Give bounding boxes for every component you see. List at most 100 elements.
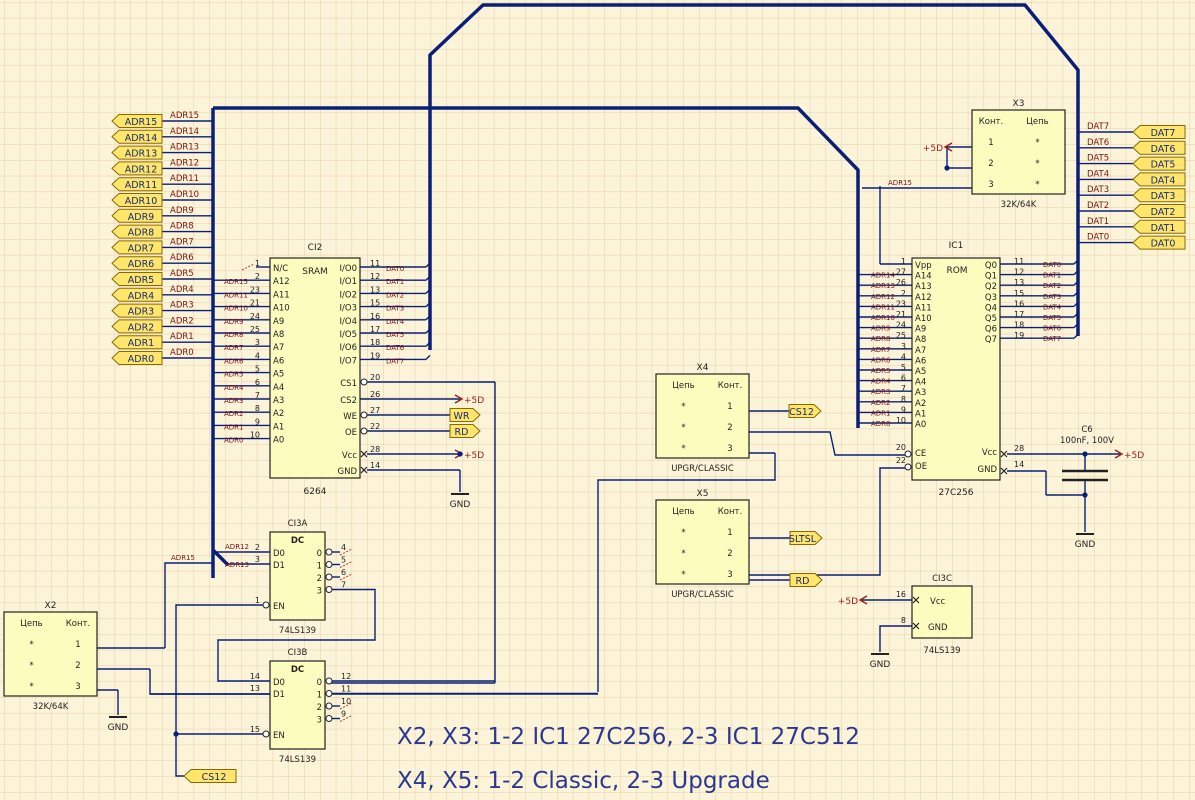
x2-row-net: *	[29, 682, 33, 692]
ci3c-pin-num: 16	[896, 590, 906, 599]
ic1-pin-name: A7	[915, 346, 926, 356]
adr-wire-label: ADR5	[170, 269, 194, 279]
adr-label-adr15-text: ADR15	[125, 117, 158, 128]
ic1-pin-net: ADR12	[871, 293, 895, 301]
ci3a-en-num: 1	[255, 596, 260, 605]
ic1-pin-net: ADR4	[871, 378, 891, 386]
inversion-bubble	[360, 411, 368, 419]
ic1-pin-net: ADR1	[871, 409, 891, 417]
x2-col2-header: Конт.	[66, 619, 90, 629]
ic1-pin-name: A3	[915, 388, 926, 398]
ci2-pin-net: DAT4	[386, 318, 405, 326]
net-label-cs12-bottom	[183, 769, 237, 783]
ci2-pin-num: 13	[370, 285, 380, 294]
ci2-pin-name: A3	[273, 396, 284, 406]
x3-caption: 32K/64K	[1001, 200, 1037, 210]
ci2-pin-num: 15	[370, 299, 380, 308]
ic1-pin-name: A4	[915, 378, 926, 388]
ci3c-pin-name: Vcc	[930, 597, 945, 607]
adr-label-adr10-text: ADR10	[125, 196, 158, 207]
vcc-ci2-cs2-text: +5D	[464, 396, 484, 406]
ic1-data-entry	[1073, 323, 1079, 329]
x3-row-net: *	[1035, 159, 1039, 169]
ic1-pin-name: A9	[915, 325, 926, 335]
ci3a-en-name: EN	[273, 602, 285, 612]
x5-col2-header: Конт.	[718, 507, 742, 517]
ci3b-out-name: 0	[317, 678, 322, 688]
net-label-cs12-bottom-text: CS12	[202, 772, 227, 783]
x2-caption: 32K/64K	[33, 702, 69, 712]
x5-row-net: *	[681, 570, 685, 580]
ci2-pin-num: 10	[250, 431, 260, 440]
ci3b-out-num: 12	[341, 672, 351, 681]
dat-label-dat7-text: DAT7	[1151, 128, 1176, 139]
inversion-bubble	[360, 427, 368, 435]
x2-col1-header: Цепь	[20, 619, 42, 629]
ic1-pin-net: DAT5	[1043, 314, 1061, 322]
nc-stub	[339, 702, 353, 710]
ci2-pin-num: 1	[255, 259, 260, 268]
wire-ci3a-out3	[217, 588, 376, 682]
vcc-ci2-cs2	[454, 394, 464, 404]
ci2-pin-num: 2	[255, 272, 260, 281]
ic1-ctrl-num: 28	[1014, 444, 1024, 453]
ic1-pin-net: DAT2	[1043, 282, 1061, 290]
dat-label-dat5	[1132, 156, 1186, 171]
ic1-pin-name: A8	[915, 335, 926, 345]
adr-label-adr0	[111, 351, 163, 365]
ic1-ctrl-name: OE	[915, 462, 927, 472]
ci2-pin-name: I/O4	[340, 317, 357, 327]
inversion-bubble	[325, 586, 333, 593]
x5-caption: UPGR/CLASSIC	[671, 590, 734, 600]
gnd-ci3c-text: GND	[870, 660, 891, 670]
ic1-pin-name: Q0	[985, 261, 997, 271]
x3-ref: X3	[1013, 99, 1025, 109]
ic1-pin-num: 10	[896, 416, 906, 425]
ic1-data-entry	[1073, 270, 1079, 276]
ci2-pin-num: 6	[255, 378, 260, 387]
x3-row-net: *	[1035, 138, 1039, 148]
inversion-bubble	[325, 702, 333, 710]
ic1-pin-name: A5	[915, 367, 926, 377]
ic1-pin-name: Q3	[985, 293, 997, 303]
net-label-wr	[449, 408, 481, 422]
ci2-pin-net: DAT6	[386, 344, 405, 352]
ci2-pin-net: DAT7	[386, 357, 404, 365]
ci3a-part: 74LS139	[279, 626, 316, 636]
ic1-ctrl-num: 14	[1014, 460, 1024, 469]
adr-label-adr15	[111, 114, 163, 128]
buses	[211, 3, 1080, 578]
ci2-pin-num: 19	[370, 351, 380, 360]
ci3c-part: 74LS139	[923, 646, 960, 656]
ic1-data-entry	[1073, 333, 1079, 339]
note-x2-x3: X2, X3: 1-2 IC1 27C256, 2-3 IC1 27C512	[397, 724, 860, 750]
ci2-data-entry	[425, 341, 431, 347]
vcc-x3	[943, 142, 953, 152]
ic1-data-entry	[1073, 280, 1079, 286]
inversion-bubble	[325, 677, 333, 685]
ci3a-in-name: D1	[273, 561, 285, 571]
wire-x2-1-up	[164, 562, 213, 648]
dat-label-dat7	[1132, 125, 1186, 139]
ci3b-out-name: 2	[317, 703, 322, 713]
x2-adr15-net: ADR15	[171, 554, 195, 562]
junction-dot	[457, 451, 463, 457]
ic1-ctrl-name: Vcc	[982, 448, 997, 458]
ic1-type: ROM	[946, 266, 967, 276]
ci3b-out-num: 9	[341, 710, 346, 719]
x5-row-pin: 2	[727, 549, 732, 559]
adr-label-adr1	[111, 335, 163, 350]
ci2-pin-net: ADR8	[224, 331, 244, 339]
ci3b-out-num: 10	[341, 697, 351, 706]
ci2-pin-name: A1	[273, 422, 284, 432]
ic1-pin-num: 21	[896, 310, 906, 319]
ci2-pin-net: DAT0	[386, 265, 404, 273]
adr-label-adr8	[111, 224, 163, 239]
ci2-part: 6264	[304, 487, 327, 497]
inversion-bubble	[262, 730, 270, 738]
dat-wire-label: DAT6	[1087, 138, 1109, 148]
x3-adr15-net: ADR15	[888, 179, 912, 187]
nc-stub	[241, 263, 255, 271]
wire-ci3c-gnd	[879, 625, 912, 652]
ic1-pin-name: A13	[915, 282, 932, 292]
